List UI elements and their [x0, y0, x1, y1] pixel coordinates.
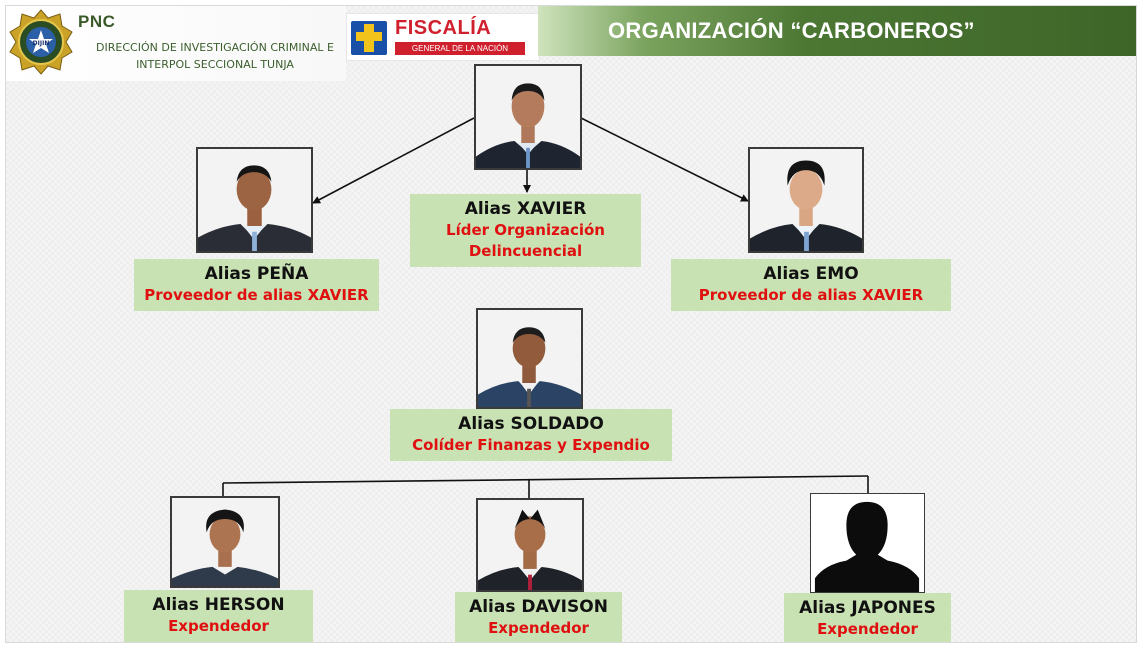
- label-soldado: Alias SOLDADO Colíder Finanzas y Expendi…: [390, 409, 672, 461]
- label-davison: Alias DAVISON Expendedor: [455, 592, 622, 642]
- role-davison: Expendedor: [488, 619, 589, 637]
- title-bar: ORGANIZACIÓN “CARBONEROS”: [538, 6, 1136, 56]
- alias-xavier: Alias XAVIER: [464, 199, 587, 219]
- person-portrait-icon: [478, 310, 581, 407]
- badge-text: DIJIN: [33, 40, 50, 47]
- label-pena: Alias PEÑA Proveedor de alias XAVIER: [134, 259, 379, 311]
- person-portrait-icon: [478, 500, 582, 590]
- person-portrait-icon: [476, 66, 580, 168]
- org-chart-slide: DIJIN PNC DIRECCIÓN DE INVESTIGACIÓN CRI…: [5, 5, 1137, 643]
- photo-soldado: [476, 308, 583, 409]
- alias-herson: Alias HERSON: [152, 595, 285, 615]
- arrow-to-pena: [312, 117, 475, 204]
- dijin-badge-icon: DIJIN: [8, 8, 74, 76]
- arrow-to-emo: [580, 117, 749, 202]
- connector-lines: [222, 117, 869, 498]
- photo-emo: [748, 147, 864, 253]
- fiscalia-title: FISCALÍA: [395, 17, 492, 39]
- agency-unit-line1: DIRECCIÓN DE INVESTIGACIÓN CRIMINAL E: [96, 41, 334, 54]
- slide-title: ORGANIZACIÓN “CARBONEROS”: [608, 18, 975, 43]
- fiscalia-logo: FISCALÍA GENERAL DE LA NACIÓN: [346, 13, 540, 61]
- person-portrait-icon: [198, 149, 311, 251]
- person-silhouette-icon: [811, 494, 924, 592]
- alias-pena: Alias PEÑA: [204, 264, 309, 284]
- fiscalia-emblem-icon: [351, 21, 387, 55]
- alias-soldado: Alias SOLDADO: [458, 414, 604, 434]
- role-xavier-line2: Delincuencial: [468, 242, 583, 260]
- role-emo: Proveedor de alias XAVIER: [698, 286, 924, 304]
- label-emo: Alias EMO Proveedor de alias XAVIER: [671, 259, 951, 311]
- label-japones: Alias JAPONES Expendedor: [784, 593, 951, 642]
- role-soldado: Colíder Finanzas y Expendio: [412, 436, 650, 454]
- photo-herson: [170, 496, 280, 588]
- role-japones: Expendedor: [817, 620, 918, 638]
- agency-short: PNC: [78, 12, 116, 31]
- photo-davison: [476, 498, 584, 592]
- alias-japones: Alias JAPONES: [799, 598, 936, 618]
- branch-bar: [222, 475, 869, 484]
- role-pena: Proveedor de alias XAVIER: [144, 286, 369, 304]
- label-herson: Alias HERSON Expendedor: [124, 590, 313, 642]
- label-xavier: Alias XAVIER Líder Organización Delincue…: [410, 194, 641, 267]
- photo-xavier: [474, 64, 582, 170]
- photo-japones: [810, 493, 925, 593]
- photo-pena: [196, 147, 313, 253]
- header-agency: DIJIN PNC DIRECCIÓN DE INVESTIGACIÓN CRI…: [6, 6, 346, 81]
- role-xavier-line1: Líder Organización: [446, 221, 605, 239]
- alias-emo: Alias EMO: [763, 264, 859, 284]
- agency-unit-line2: INTERPOL SECCIONAL TUNJA: [136, 58, 294, 71]
- person-portrait-icon: [172, 498, 278, 586]
- role-herson: Expendedor: [168, 617, 269, 635]
- fiscalia-subtitle: GENERAL DE LA NACIÓN: [395, 42, 525, 55]
- agency-unit: DIRECCIÓN DE INVESTIGACIÓN CRIMINAL E IN…: [80, 39, 350, 73]
- alias-davison: Alias DAVISON: [469, 597, 608, 617]
- person-portrait-icon: [750, 149, 862, 251]
